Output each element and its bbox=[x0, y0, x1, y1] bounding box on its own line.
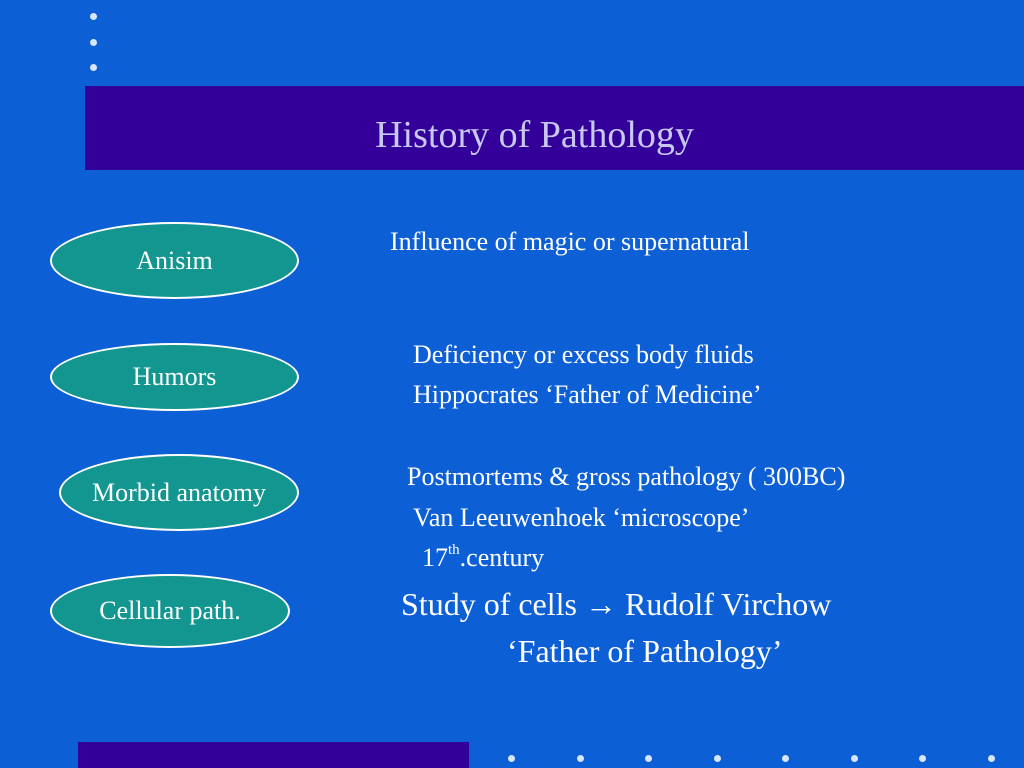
description-humors-line: Hippocrates ‘Father of Medicine’ bbox=[413, 380, 762, 409]
decorative-dot bbox=[987, 755, 995, 762]
description-morbid-century: 17th.century bbox=[422, 542, 545, 572]
decorative-dot bbox=[850, 755, 858, 762]
century-number: 17 bbox=[422, 543, 448, 572]
cellular-text-after: Rudolf Virchow bbox=[624, 586, 832, 622]
description-anisim: Influence of magic or supernatural bbox=[390, 227, 750, 256]
decorative-dot bbox=[919, 755, 926, 762]
decorative-dot bbox=[508, 755, 515, 762]
slide-title: History of Pathology bbox=[375, 114, 694, 156]
decorative-dot bbox=[782, 755, 789, 762]
decorative-dot bbox=[576, 755, 584, 762]
description-cellular-line: ‘Father of Pathology’ bbox=[507, 633, 783, 669]
topic-label: Cellular path. bbox=[99, 596, 241, 625]
topic-oval-anisim: Anisim bbox=[50, 222, 299, 299]
topic-oval-humors: Humors bbox=[50, 343, 299, 411]
decorative-dot bbox=[645, 755, 652, 762]
bottom-band bbox=[78, 742, 469, 768]
title-band: History of Pathology bbox=[85, 86, 1024, 170]
description-morbid-line: Postmortems & gross pathology ( 300BC) bbox=[407, 462, 846, 491]
decorative-dot bbox=[713, 755, 721, 762]
description-humors-line: Deficiency or excess body fluids bbox=[413, 340, 754, 369]
topic-oval-cellular-pathology: Cellular path. bbox=[50, 574, 290, 648]
description-cellular-line: Study of cells → Rudolf Virchow bbox=[401, 588, 831, 620]
topic-label: Anisim bbox=[136, 245, 213, 275]
right-arrow-icon: → bbox=[584, 586, 617, 622]
topic-label: Humors bbox=[132, 362, 217, 391]
topic-oval-morbid-anatomy: Morbid anatomy bbox=[59, 454, 299, 531]
description-morbid-line: Van Leeuwenhoek ‘microscope’ bbox=[413, 503, 750, 532]
cellular-text-before: Study of cells bbox=[401, 586, 577, 622]
topic-label: Morbid anatomy bbox=[91, 477, 267, 507]
century-superscript: th bbox=[448, 542, 460, 558]
decorative-dot bbox=[90, 13, 97, 20]
decorative-dot bbox=[90, 39, 97, 46]
century-rest: .century bbox=[459, 543, 545, 572]
decorative-dot bbox=[90, 64, 97, 71]
